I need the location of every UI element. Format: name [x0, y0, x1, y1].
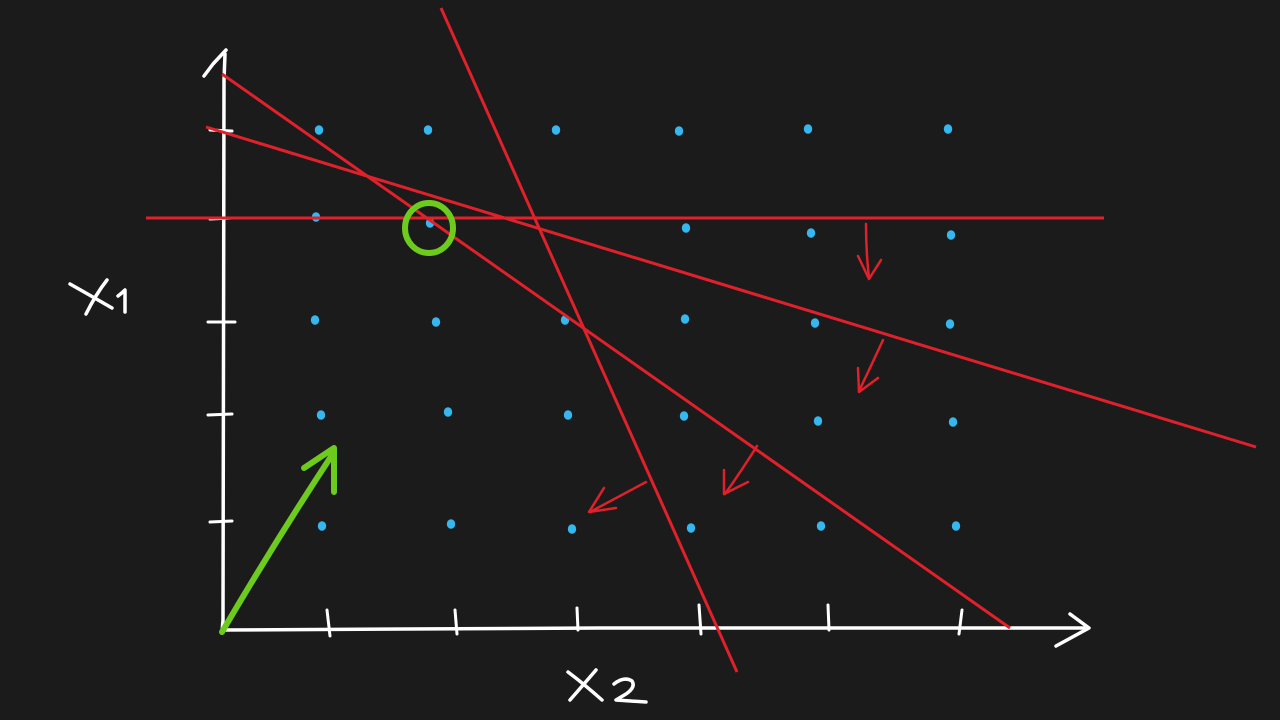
lattice-point — [446, 519, 456, 529]
arrow-icon — [856, 338, 885, 394]
lattice-point — [946, 230, 956, 240]
lattice-point — [310, 315, 320, 325]
horizontal-axis — [220, 626, 1086, 632]
constraint-line-steep — [439, 7, 739, 673]
lattice-point — [563, 410, 573, 420]
horizontal-tick — [697, 603, 703, 636]
horizontal-tick — [575, 606, 580, 632]
lattice-point — [951, 521, 961, 531]
vertical-axis — [220, 52, 227, 634]
feasible-side-arrows — [587, 222, 885, 514]
circle-icon — [402, 200, 456, 256]
arrow-icon — [587, 480, 648, 514]
lattice-point — [948, 417, 958, 427]
lattice-point — [813, 416, 823, 426]
lattice-point — [686, 523, 696, 533]
lattice-point — [806, 228, 816, 238]
lattice-point — [679, 411, 689, 421]
objective-direction-arrow — [219, 449, 337, 635]
lattice-point — [551, 125, 561, 135]
arrow-icon — [856, 222, 883, 281]
lattice-point — [567, 524, 577, 534]
horizontal-axis-arrowhead — [1054, 612, 1091, 648]
lattice-point — [317, 521, 327, 531]
lattice-point — [431, 317, 441, 327]
lattice-points — [310, 124, 961, 534]
lattice-point — [443, 407, 453, 417]
vertical-tick — [208, 519, 234, 524]
lattice-point — [943, 124, 953, 134]
lattice-point — [316, 410, 326, 420]
objective-arrowhead — [301, 445, 337, 495]
vertical-axis-label — [68, 278, 127, 316]
arrow-icon — [219, 445, 337, 635]
lattice-point — [803, 124, 813, 134]
optimum-marker — [402, 200, 456, 256]
horizontal-tick — [826, 603, 831, 632]
lattice-point — [314, 125, 324, 135]
lattice-point — [680, 314, 690, 324]
lattice-point — [945, 319, 955, 329]
vertical-tick — [206, 412, 234, 417]
horizontal-tick — [453, 608, 459, 636]
lattice-point — [681, 223, 691, 233]
vertical-axis-arrowhead — [202, 48, 228, 78]
lattice-point — [674, 126, 684, 136]
lattice-point — [423, 125, 433, 135]
arrow-icon — [722, 444, 759, 496]
horizontal-tick — [325, 608, 332, 638]
horizontal-axis-label — [566, 668, 648, 704]
lattice-point — [816, 521, 826, 531]
constraint-line-diagonal — [221, 72, 1011, 630]
lattice-point — [810, 318, 820, 328]
constraint-lines — [146, 7, 1257, 673]
horizontal-tick — [957, 608, 964, 636]
constraint-line-shallow — [205, 125, 1257, 449]
axes — [202, 48, 1091, 648]
